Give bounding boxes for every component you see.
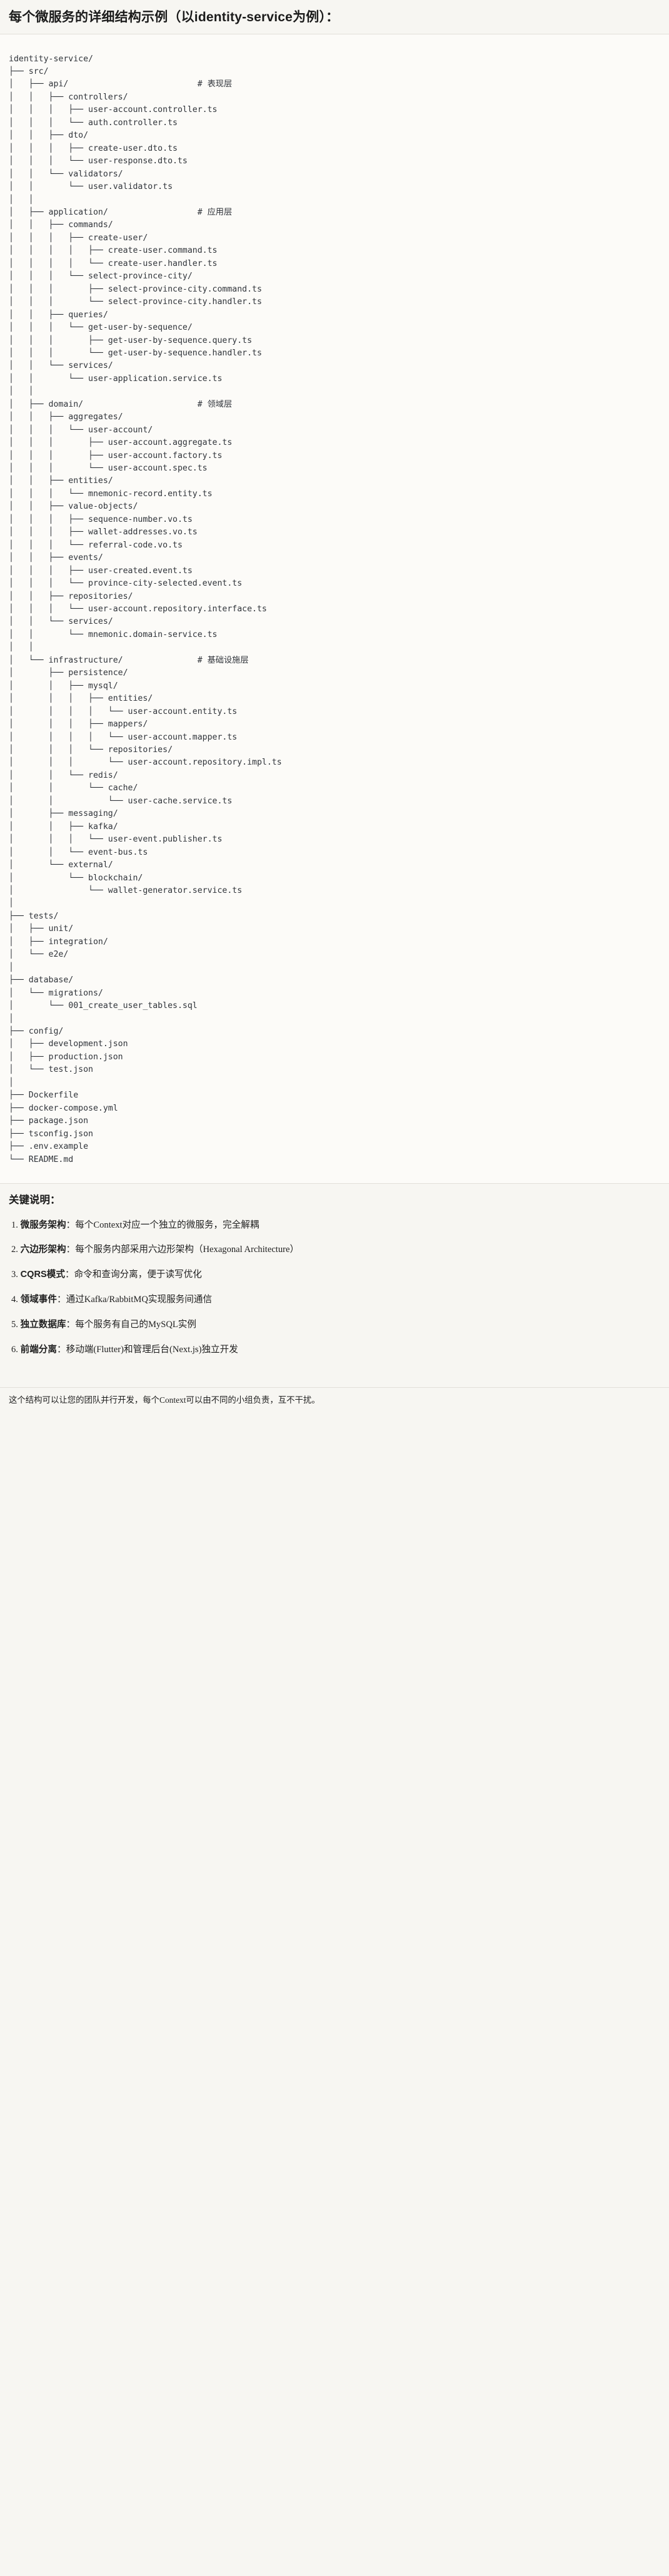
- key-points-section: 关键说明： 微服务架构：每个Context对应一个独立的微服务，完全解耦六边形架…: [0, 1183, 669, 1375]
- key-point-description: 每个Context对应一个独立的微服务，完全解耦: [75, 1219, 259, 1230]
- key-point-term: 独立数据库: [20, 1320, 66, 1330]
- key-points-heading: 关键说明：: [9, 1194, 61, 1206]
- key-point-separator: ：: [56, 1295, 66, 1305]
- key-point-term: 前端分离: [20, 1345, 57, 1355]
- directory-tree-block: identity-service/ ├── src/ │ ├── api/ # …: [0, 34, 669, 1184]
- key-point-term: CQRS模式: [20, 1270, 65, 1280]
- footnote: 这个结构可以让您的团队并行开发，每个Context可以由不同的小组负责，互不干扰…: [0, 1387, 669, 1417]
- key-point-separator: ：: [56, 1345, 66, 1355]
- key-point-separator: ：: [66, 1245, 76, 1255]
- page-title: 每个微服务的详细结构示例（以identity-service为例）：: [9, 10, 340, 24]
- header: 每个微服务的详细结构示例（以identity-service为例）：: [0, 0, 669, 35]
- key-point-item: 领域事件：通过Kafka/RabbitMQ实现服务间通信: [11, 1293, 660, 1307]
- key-point-item: 独立数据库：每个服务有自己的MySQL实例: [11, 1318, 660, 1332]
- key-point-term: 领域事件: [20, 1295, 57, 1305]
- key-point-term: 六边形架构: [20, 1245, 66, 1255]
- key-points-list: 微服务架构：每个Context对应一个独立的微服务，完全解耦六边形架构：每个服务…: [9, 1219, 660, 1357]
- directory-tree: identity-service/ ├── src/ │ ├── api/ # …: [9, 54, 282, 1164]
- key-point-item: CQRS模式：命令和查询分离，便于读写优化: [11, 1268, 660, 1282]
- key-point-separator: ：: [66, 1320, 76, 1330]
- key-point-item: 六边形架构：每个服务内部采用六边形架构（Hexagonal Architectu…: [11, 1243, 660, 1257]
- key-point-separator: ：: [64, 1270, 74, 1280]
- key-point-separator: ：: [66, 1219, 76, 1230]
- key-point-description: 每个服务有自己的MySQL实例: [75, 1320, 196, 1330]
- key-point-description: 通过Kafka/RabbitMQ实现服务间通信: [66, 1295, 213, 1305]
- key-point-item: 微服务架构：每个Context对应一个独立的微服务，完全解耦: [11, 1219, 660, 1233]
- key-point-term: 微服务架构: [20, 1219, 66, 1230]
- key-point-item: 前端分离：移动端(Flutter)和管理后台(Next.js)独立开发: [11, 1343, 660, 1357]
- key-point-description: 移动端(Flutter)和管理后台(Next.js)独立开发: [66, 1345, 238, 1355]
- key-point-description: 每个服务内部采用六边形架构（Hexagonal Architecture）: [75, 1245, 299, 1255]
- key-point-description: 命令和查询分离，便于读写优化: [74, 1270, 202, 1280]
